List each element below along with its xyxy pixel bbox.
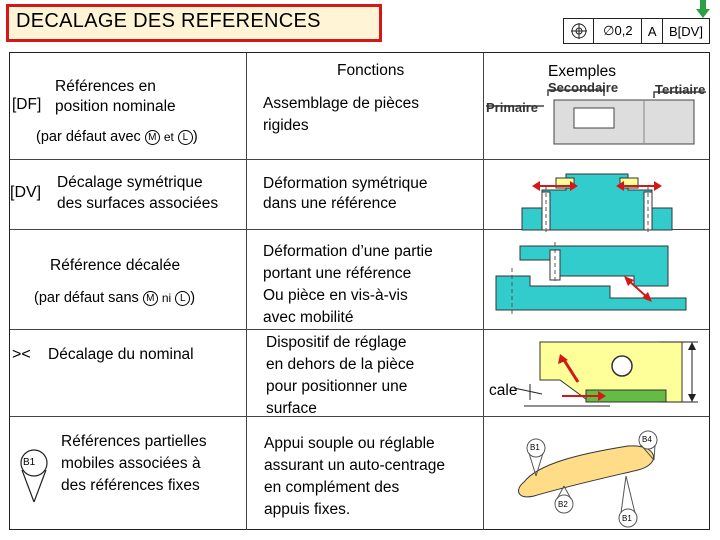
row3-note-suffix: ) bbox=[190, 290, 196, 306]
example-datums-diagram bbox=[486, 89, 706, 145]
label-primaire: Primaire bbox=[486, 100, 539, 115]
example-badge-4: B1 bbox=[622, 514, 632, 523]
row2-label-line2: des surfaces associées bbox=[57, 195, 219, 212]
b1-badge-icon bbox=[20, 449, 48, 503]
row1-fonction: Assemblage de pièces rigides bbox=[263, 95, 419, 134]
row1-note: (par défaut avec M et L) bbox=[36, 127, 198, 148]
row3-fonction: Déformation d’une partie portant une réf… bbox=[263, 241, 478, 329]
row5-label: Références partielles mobiles associées … bbox=[61, 431, 207, 497]
row4-label: Décalage du nominal bbox=[48, 346, 194, 363]
row1-note-mid: et bbox=[163, 130, 174, 144]
row5-label-line1: Références partielles bbox=[61, 433, 207, 450]
row2-code: [DV] bbox=[10, 184, 42, 201]
row3-note-prefix: (par défaut sans bbox=[34, 290, 139, 306]
l-circle-icon: L bbox=[177, 129, 193, 145]
row2-fonction-line2: dans une référence bbox=[263, 195, 397, 212]
row5-fonction-line1: Appui souple ou réglable bbox=[264, 435, 435, 452]
tolerance-value: ∅0,2 bbox=[594, 19, 643, 43]
row3-note-mid: ni bbox=[161, 291, 172, 305]
label-secondaire: Secondaire bbox=[548, 80, 619, 95]
m-circle-icon: M bbox=[144, 129, 160, 145]
example-badge-1: B1 bbox=[530, 443, 540, 452]
title-box bbox=[6, 4, 382, 42]
row4-fonction-line4: surface bbox=[266, 400, 317, 417]
row3-fonction-line4: avec mobilité bbox=[263, 309, 354, 326]
header-exemples: Exemples bbox=[548, 63, 617, 80]
example-offset-diagram bbox=[495, 242, 687, 314]
example-symmetric-diagram bbox=[521, 173, 673, 232]
example-badge-2: B4 bbox=[642, 435, 652, 444]
row3-fonction-line2: portant une référence bbox=[263, 265, 412, 282]
header-fonctions: Fonctions bbox=[337, 62, 405, 79]
badge-b1: B1 bbox=[23, 457, 36, 468]
row5-fonction-line3: en complément des bbox=[264, 479, 400, 496]
row4-fonction-line3: pour positionner une bbox=[266, 378, 408, 395]
row4-fonction-line2: en dehors de la pièce bbox=[266, 356, 415, 373]
tolerance-frame: ∅0,2 A B[DV] bbox=[563, 18, 710, 44]
row3-note: (par défaut sans M ni L) bbox=[34, 288, 195, 309]
page-title: DECALAGE DES REFERENCES bbox=[16, 10, 321, 32]
row1-label-line2: position nominale bbox=[55, 98, 176, 115]
main-table bbox=[9, 52, 710, 530]
row4-fonction-line1: Dispositif de réglage bbox=[266, 334, 407, 351]
row5-fonction-line2: assurant un auto-centrage bbox=[264, 457, 445, 474]
row2-label-line1: Décalage symétrique bbox=[57, 174, 203, 191]
row2-fonction-line1: Déformation symétrique bbox=[263, 175, 428, 192]
m-circle-icon-2: M bbox=[142, 290, 158, 306]
row1-note-suffix: ) bbox=[192, 129, 198, 145]
row4-fonction: Dispositif de réglage en dehors de la pi… bbox=[266, 332, 476, 420]
example-badge-3: B2 bbox=[558, 500, 568, 509]
row1-code: [DF] bbox=[12, 96, 42, 113]
datum-b: B[DV] bbox=[669, 23, 703, 39]
row5-label-line3: des références fixes bbox=[61, 477, 200, 494]
row3-fonction-line1: Déformation d’une partie bbox=[263, 243, 433, 260]
row3-fonction-line3: Ou pièce en vis-à-vis bbox=[263, 287, 408, 304]
label-tertiaire: Tertiaire bbox=[655, 82, 706, 97]
l-circle-icon-2: L bbox=[175, 290, 191, 306]
example-shim-diagram bbox=[513, 341, 698, 407]
position-symbol-icon bbox=[564, 19, 595, 43]
row5-fonction: Appui souple ou réglable assurant un aut… bbox=[264, 433, 474, 521]
row1-note-prefix: (par défaut avec bbox=[36, 129, 141, 145]
row1-label-line1: Références en bbox=[55, 78, 156, 95]
green-arrow-icon bbox=[696, 0, 710, 18]
label-cale: cale bbox=[489, 382, 518, 399]
offset-symbol: >< bbox=[12, 346, 31, 363]
row5-label-line2: mobiles associées à bbox=[61, 455, 201, 472]
row3-label: Référence décalée bbox=[50, 257, 181, 274]
example-supports-diagram bbox=[518, 430, 658, 528]
row5-fonction-line4: appuis fixes. bbox=[264, 501, 351, 518]
datum-a: A bbox=[642, 19, 663, 43]
